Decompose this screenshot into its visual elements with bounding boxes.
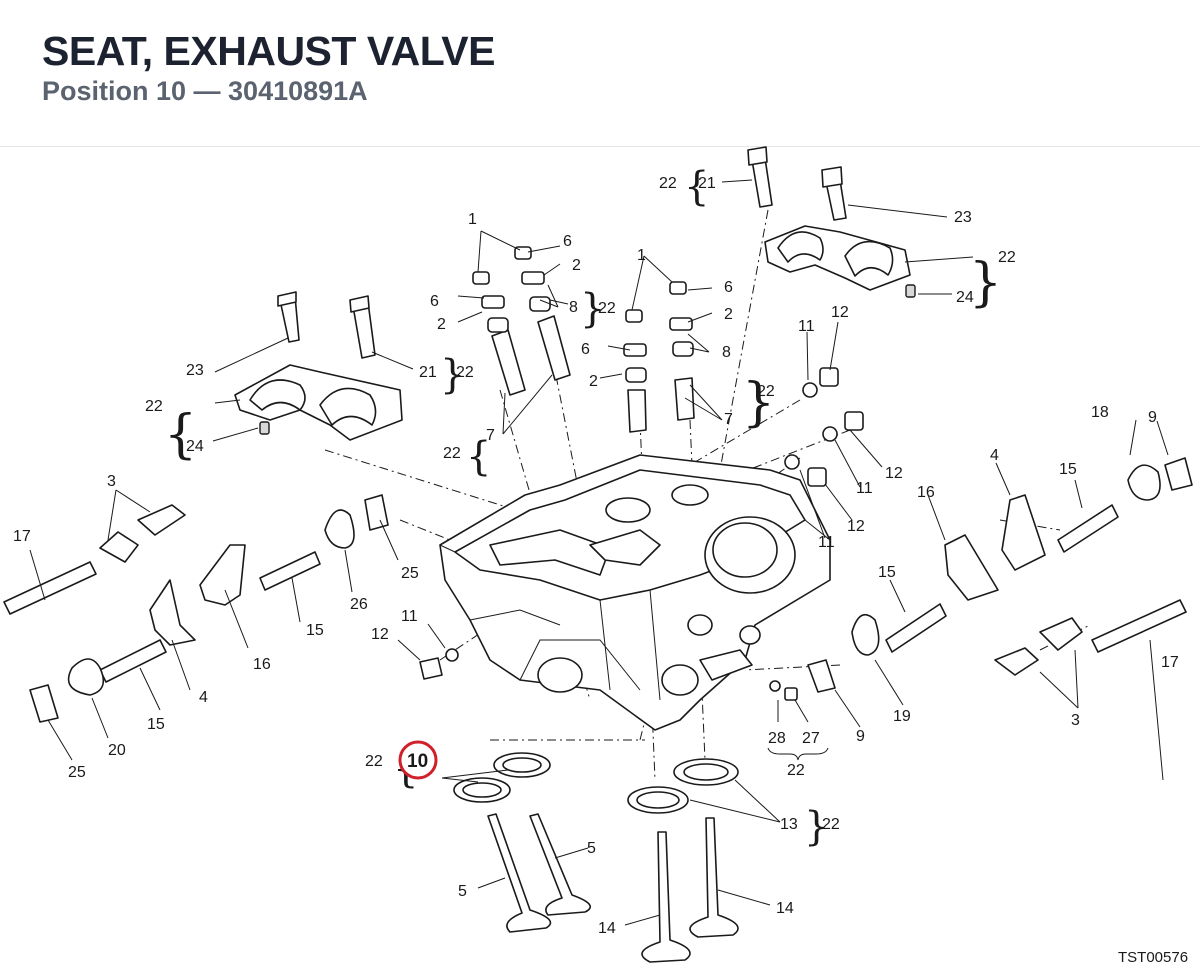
- callout-6: 6: [581, 341, 590, 358]
- callout-25: 25: [401, 565, 419, 582]
- callout-15: 15: [1059, 461, 1077, 478]
- callout-21: 21: [698, 175, 716, 192]
- callout-16: 16: [917, 484, 935, 501]
- svg-text:}: }: [969, 253, 1002, 313]
- svg-text:{: {: [466, 434, 491, 480]
- callout-15: 15: [878, 564, 896, 581]
- highlight-ring: [398, 740, 438, 780]
- callout-2: 2: [572, 257, 581, 274]
- camshaft-cap-left: [234, 291, 403, 441]
- callout-22: 22: [659, 175, 677, 192]
- callout-12: 12: [847, 518, 865, 535]
- callout-19: 19: [893, 708, 911, 725]
- callout-14: 14: [598, 920, 616, 937]
- valves: [487, 813, 739, 963]
- valve-train-components: [472, 246, 695, 433]
- callout-28: 28: [768, 730, 786, 747]
- callout-3: 3: [107, 473, 116, 490]
- callout-2: 2: [724, 306, 733, 323]
- callout-1: 1: [468, 211, 477, 228]
- callout-22: 22: [456, 364, 474, 381]
- callout-2: 2: [437, 316, 446, 333]
- drawing-code: TST00576: [1118, 949, 1188, 966]
- callout-22: 22: [822, 816, 840, 833]
- callout-labels: 1 1 2 2 2 2 3 3 4 4 5 5 6 6 6 6 7 7 8 8 …: [13, 175, 1188, 966]
- callout-17: 17: [1161, 654, 1179, 671]
- callout-12: 12: [831, 304, 849, 321]
- svg-text:}: }: [804, 804, 829, 850]
- callout-1: 1: [637, 247, 646, 264]
- callout-4: 4: [990, 447, 999, 464]
- callout-15: 15: [147, 716, 165, 733]
- callout-23: 23: [954, 209, 972, 226]
- callout-22: 22: [998, 249, 1016, 266]
- callout-22: 22: [365, 753, 383, 770]
- callout-4: 4: [199, 689, 208, 706]
- callout-10-highlighted: 10: [407, 751, 428, 772]
- callout-11: 11: [818, 534, 835, 551]
- exploded-parts-diagram: { } { } } } { { } 1 1 2 2 2 2 3 3 4 4 5 …: [3, 146, 1193, 966]
- callout-22: 22: [598, 300, 616, 317]
- callout-14: 14: [776, 900, 794, 917]
- callout-8: 8: [722, 344, 731, 361]
- callout-2: 2: [589, 373, 598, 390]
- cylinder-head: [439, 454, 831, 731]
- callout-12: 12: [885, 465, 903, 482]
- header: SEAT, EXHAUST VALVE Position 10 — 304108…: [0, 0, 1200, 147]
- rocker-assembly-right: [769, 367, 1193, 701]
- callout-22: 22: [757, 383, 775, 400]
- camshaft-cap-right: [747, 146, 916, 298]
- callout-20: 20: [108, 742, 126, 759]
- callout-6: 6: [724, 279, 733, 296]
- callout-17: 17: [13, 528, 31, 545]
- rocker-assembly-left: [3, 494, 459, 723]
- callout-7: 7: [724, 411, 733, 428]
- callout-15: 15: [306, 622, 324, 639]
- leader-lines: [29, 179, 1169, 926]
- callout-5: 5: [587, 840, 596, 857]
- callout-11: 11: [798, 318, 815, 335]
- callout-22: 22: [145, 398, 163, 415]
- callout-23: 23: [186, 362, 204, 379]
- callout-22: 22: [787, 762, 805, 779]
- svg-text:}: }: [580, 286, 605, 332]
- callout-6: 6: [563, 233, 572, 250]
- callout-18: 18: [1091, 404, 1109, 421]
- svg-text:}: }: [742, 373, 775, 433]
- page-subtitle: Position 10 — 30410891A: [42, 76, 368, 106]
- callout-8: 8: [569, 299, 578, 316]
- callout-22: 22: [443, 445, 461, 462]
- callout-13: 13: [780, 816, 798, 833]
- callout-27: 27: [802, 730, 820, 747]
- callout-12: 12: [371, 626, 389, 643]
- callout-5: 5: [458, 883, 467, 900]
- svg-text:}: }: [440, 352, 465, 398]
- svg-text:{: {: [164, 405, 197, 465]
- callout-24: 24: [186, 438, 204, 455]
- callout-26: 26: [350, 596, 368, 613]
- callout-7: 7: [486, 427, 495, 444]
- callout-11: 11: [856, 480, 873, 497]
- callout-21: 21: [419, 364, 437, 381]
- callout-9: 9: [856, 728, 865, 745]
- page-title: SEAT, EXHAUST VALVE: [42, 28, 495, 74]
- callout-6: 6: [430, 293, 439, 310]
- svg-text:{: {: [684, 164, 709, 210]
- valve-seats: [453, 752, 739, 814]
- callout-24: 24: [956, 289, 974, 306]
- callout-16: 16: [253, 656, 271, 673]
- callout-3: 3: [1071, 712, 1080, 729]
- callout-9: 9: [1148, 409, 1157, 426]
- callout-25: 25: [68, 764, 86, 781]
- callout-11: 11: [401, 608, 418, 625]
